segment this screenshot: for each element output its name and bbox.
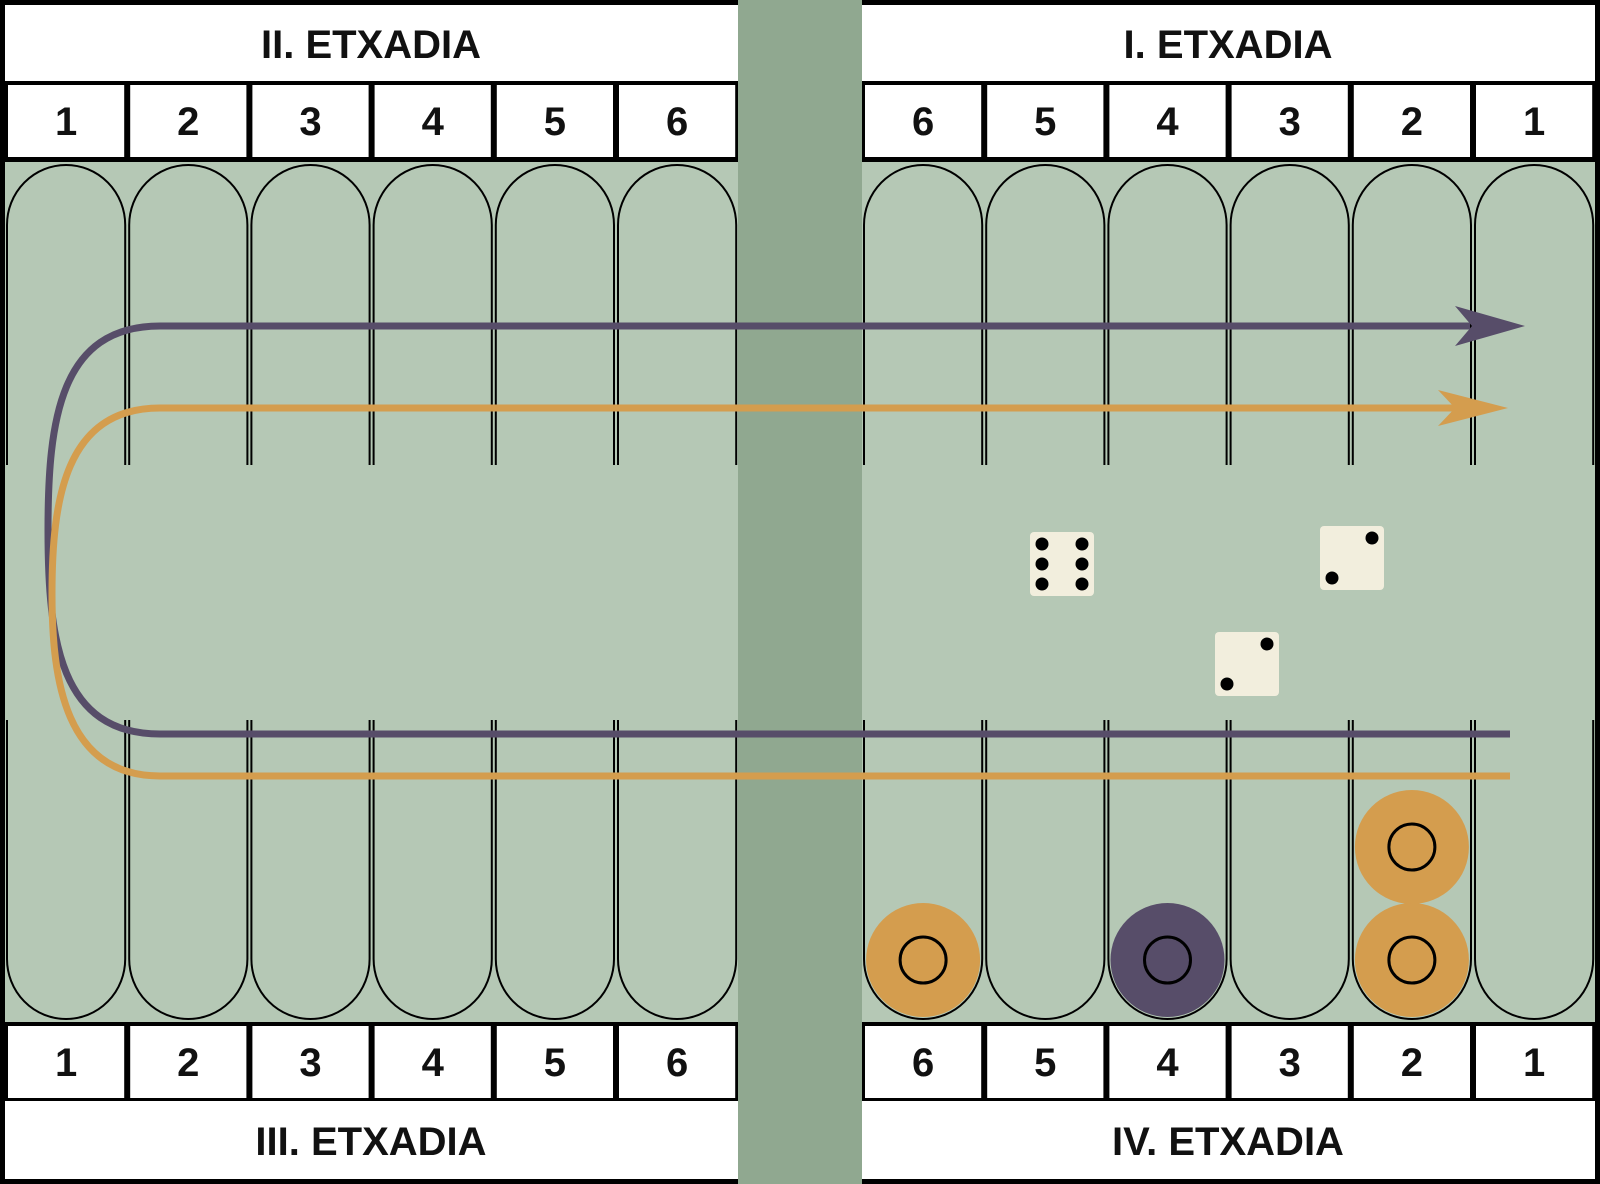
die-pip — [1035, 537, 1049, 551]
left-center-gap — [5, 465, 738, 720]
point-number-cell-top-left-6 — [619, 85, 736, 157]
point-number-cell-bottom-right-2 — [987, 1026, 1104, 1098]
die-pip — [1075, 557, 1089, 571]
point-number-cell-top-right-2 — [987, 85, 1104, 157]
point-number-bottom-right-3: 4 — [1156, 1041, 1179, 1085]
quadrant-1-title: I. ETXADIA — [1124, 23, 1333, 67]
point-number-cell-bottom-right-1 — [865, 1026, 982, 1098]
point-number-bottom-right-4: 3 — [1279, 1041, 1301, 1085]
point-number-top-left-6: 6 — [666, 100, 688, 144]
point-number-cell-bottom-left-3 — [252, 1026, 369, 1098]
point-number-bottom-left-5: 5 — [544, 1041, 566, 1085]
checker-ring — [1387, 822, 1437, 872]
point-number-cell-bottom-left-5 — [496, 1026, 613, 1098]
point-number-cell-top-left-1 — [8, 85, 125, 157]
die-pip — [1260, 637, 1274, 651]
point-number-top-left-5: 5 — [544, 100, 566, 144]
point-number-top-right-5: 2 — [1401, 100, 1423, 144]
orange-checker[interactable] — [1354, 790, 1469, 904]
checker-body — [1354, 903, 1469, 1017]
point-number-cell-bottom-right-4 — [1231, 1026, 1348, 1098]
checker-body — [1110, 903, 1225, 1017]
quadrant-1-banner — [862, 5, 1595, 81]
quadrant-4-title: IV. ETXADIA — [1112, 1120, 1344, 1164]
point-number-cell-top-right-4 — [1231, 85, 1348, 157]
point-number-top-right-2: 5 — [1034, 100, 1056, 144]
point-number-bottom-left-1: 1 — [55, 1041, 77, 1085]
point-number-cell-bottom-left-1 — [8, 1026, 125, 1098]
die-pip — [1035, 577, 1049, 591]
die-pip — [1220, 677, 1234, 691]
point-number-cell-top-right-1 — [865, 85, 982, 157]
point-number-cell-bottom-left-2 — [130, 1026, 247, 1098]
point-number-cell-top-left-2 — [130, 85, 247, 157]
die-pip — [1075, 537, 1089, 551]
point-number-top-left-2: 2 — [177, 100, 199, 144]
quadrant-3-title: III. ETXADIA — [255, 1120, 486, 1164]
quadrant-4-banner — [862, 1101, 1595, 1179]
point-number-bottom-left-6: 6 — [666, 1041, 688, 1085]
purple-checker[interactable] — [1110, 903, 1225, 1017]
point-number-bottom-right-6: 1 — [1523, 1041, 1545, 1085]
point-number-cell-top-left-5 — [496, 85, 613, 157]
die-six[interactable] — [1030, 532, 1094, 596]
point-number-cell-bottom-right-5 — [1353, 1026, 1470, 1098]
checker-ring — [898, 935, 948, 985]
die-pip — [1325, 571, 1339, 585]
purple-arrowhead-icon — [1455, 306, 1525, 346]
point-number-cell-top-left-3 — [252, 85, 369, 157]
point-number-bottom-left-2: 2 — [177, 1041, 199, 1085]
point-number-cell-bottom-left-6 — [619, 1026, 736, 1098]
checker-ring — [1143, 935, 1192, 985]
point-number-cell-bottom-right-3 — [1109, 1026, 1226, 1098]
point-number-cell-bottom-left-4 — [374, 1026, 491, 1098]
middle-bar — [738, 0, 862, 1184]
point-number-top-right-1: 6 — [912, 100, 934, 144]
die-two-right[interactable] — [1320, 526, 1384, 590]
point-number-bottom-left-3: 3 — [299, 1041, 321, 1085]
point-number-cell-top-left-4 — [374, 85, 491, 157]
checker-body — [1354, 790, 1469, 904]
die-pip — [1365, 531, 1379, 545]
point-number-bottom-right-1: 6 — [912, 1041, 934, 1085]
purple-movement-arrow — [44, 322, 1510, 738]
die-pip — [1075, 577, 1089, 591]
orange-arrowhead-icon — [1438, 390, 1508, 426]
orange-movement-arrow — [48, 404, 1510, 780]
point-number-top-right-3: 4 — [1156, 100, 1179, 144]
point-number-cell-top-right-3 — [1109, 85, 1226, 157]
checker-body — [866, 903, 981, 1017]
point-number-top-left-3: 3 — [299, 100, 321, 144]
point-number-cell-top-right-6 — [1476, 85, 1593, 157]
point-number-cell-bottom-right-6 — [1476, 1026, 1593, 1098]
quadrant-3-banner — [5, 1101, 738, 1179]
point-number-top-right-4: 3 — [1279, 100, 1301, 144]
orange-checker[interactable] — [866, 903, 981, 1017]
point-number-top-right-6: 1 — [1523, 100, 1545, 144]
point-number-top-left-1: 1 — [55, 100, 77, 144]
die-two-lower[interactable] — [1215, 632, 1279, 696]
checker-ring — [1387, 935, 1437, 985]
point-number-top-left-4: 4 — [422, 100, 445, 144]
quadrant-2-banner — [5, 5, 738, 81]
die-pip — [1035, 557, 1049, 571]
point-number-cell-top-right-5 — [1353, 85, 1470, 157]
point-number-bottom-right-5: 2 — [1401, 1041, 1423, 1085]
orange-checker[interactable] — [1354, 903, 1469, 1017]
quadrant-2-title: II. ETXADIA — [261, 23, 481, 67]
point-number-bottom-left-4: 4 — [422, 1041, 445, 1085]
point-number-bottom-right-2: 5 — [1034, 1041, 1056, 1085]
